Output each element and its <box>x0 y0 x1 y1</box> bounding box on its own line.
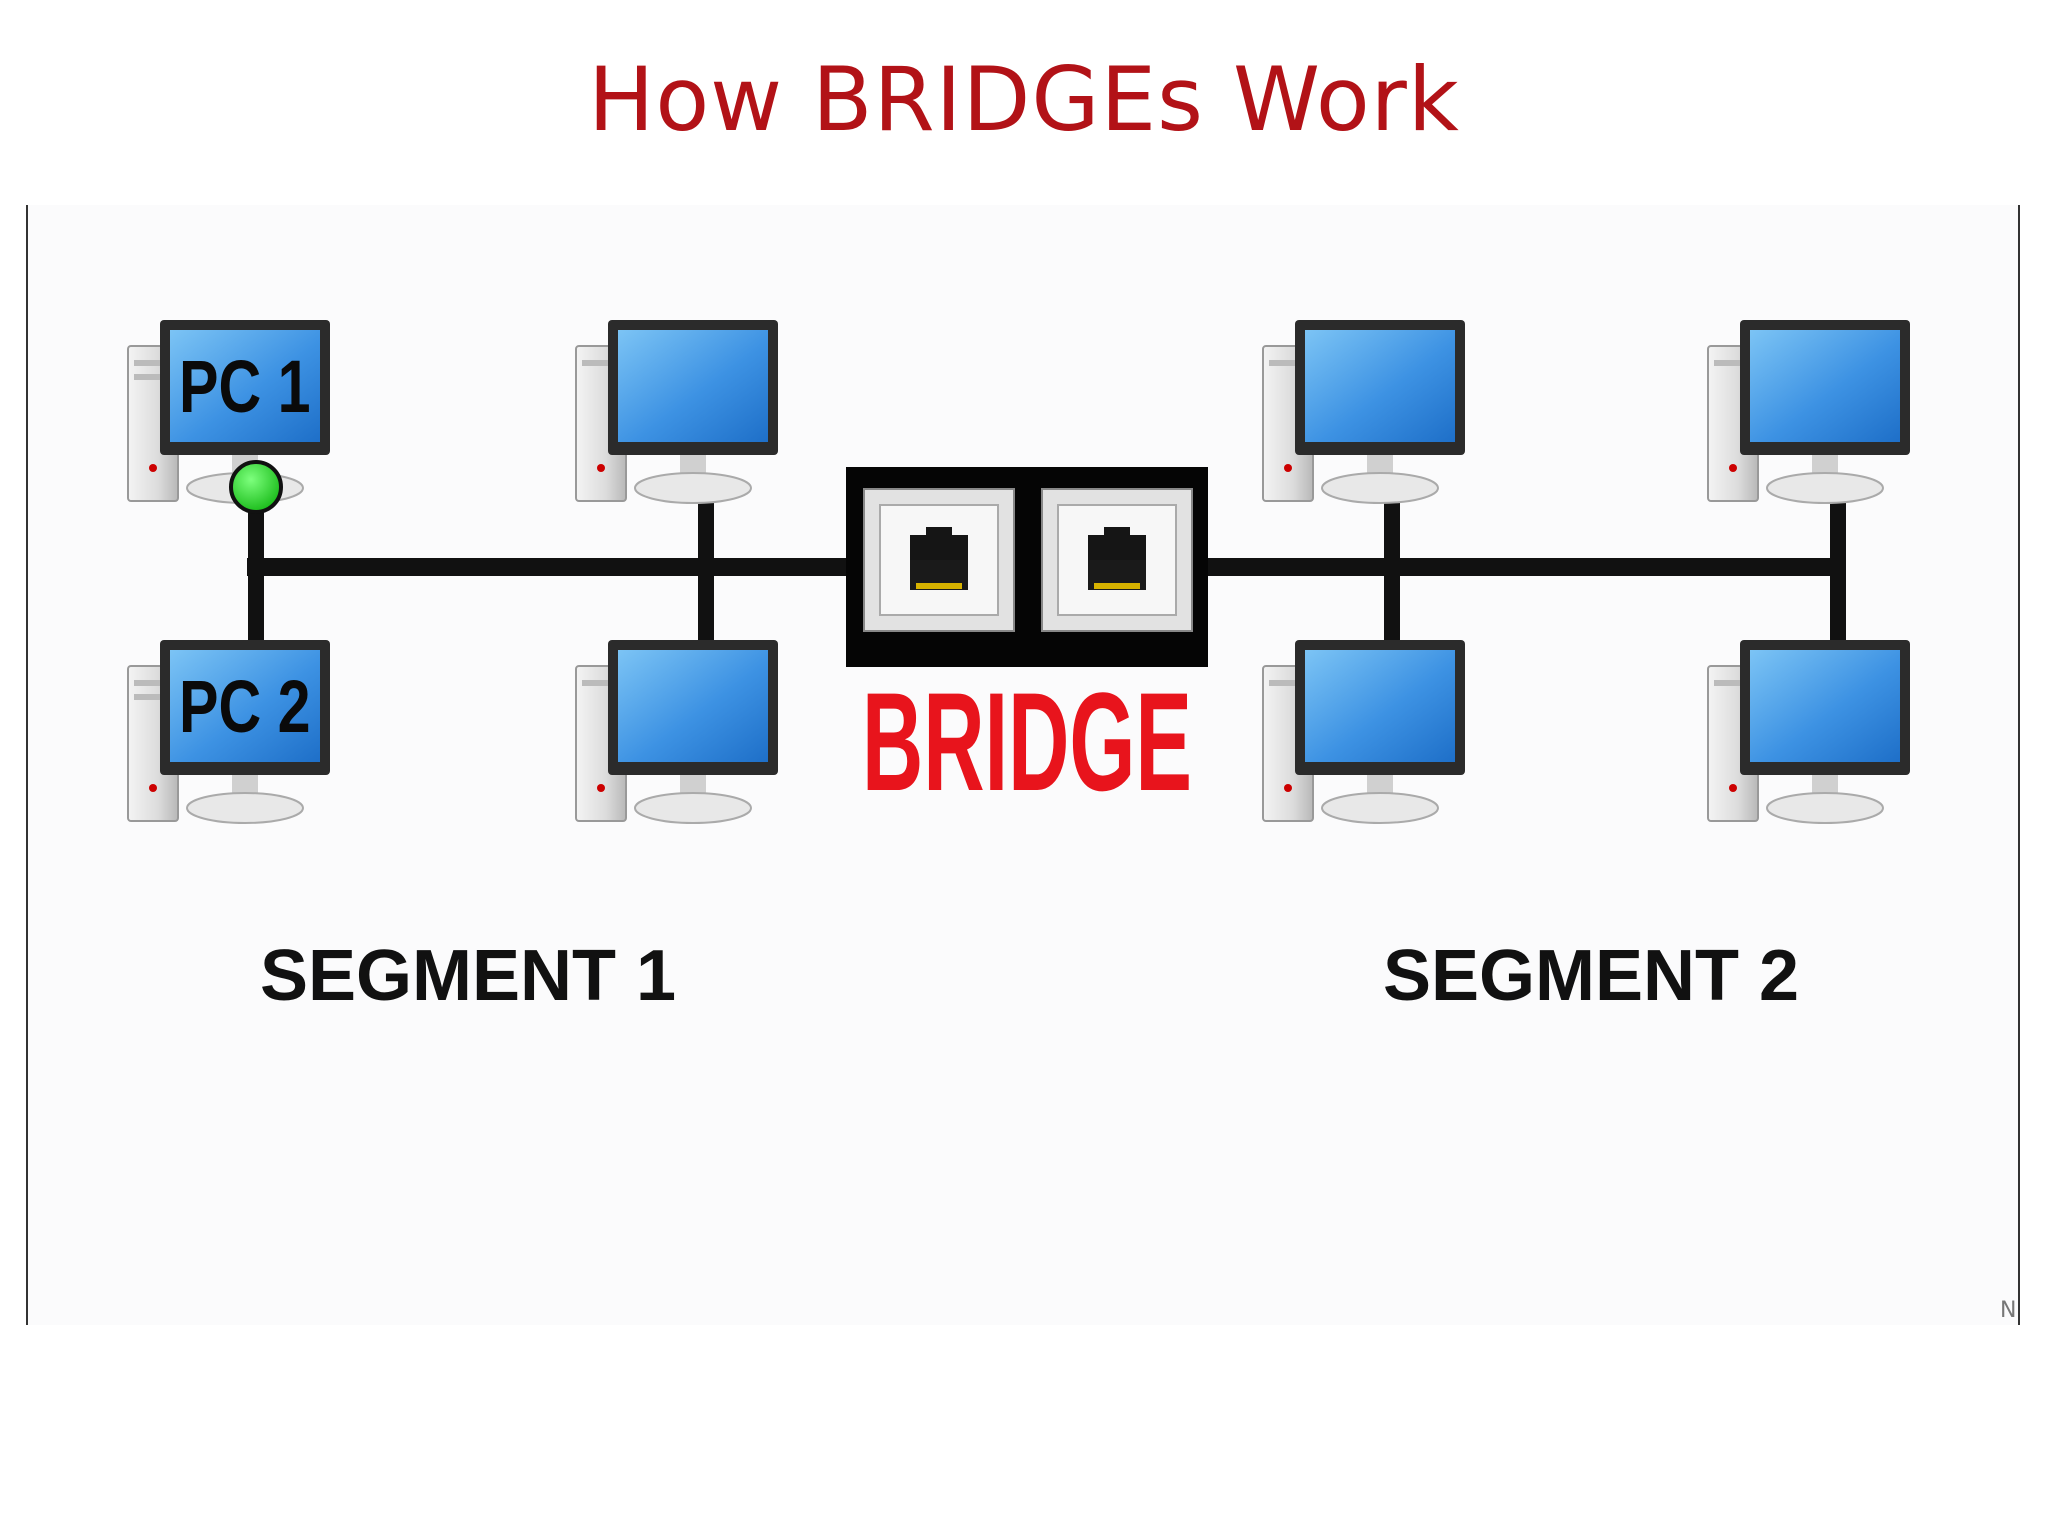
bridge-diagram-figure: PC 1 PC 2 <box>26 205 2020 1325</box>
slide-title: How BRIDGEs Work <box>588 48 1460 151</box>
computer-pc-1: PC 1 <box>127 320 330 504</box>
ethernet-port-icon <box>1041 488 1193 632</box>
segment-1-label: SEGMENT 1 <box>260 936 676 1016</box>
computer <box>575 640 778 824</box>
computer-pc-2: PC 2 <box>127 640 330 824</box>
computer <box>1707 320 1910 504</box>
computer <box>1262 320 1465 504</box>
ethernet-port-icon <box>863 488 1015 632</box>
computer <box>575 320 778 504</box>
computer <box>1707 640 1910 824</box>
bridge-label: BRIDGE <box>862 663 1192 820</box>
pc-label: PC 1 <box>179 346 311 429</box>
computer <box>1262 640 1465 824</box>
bridge-device: BRIDGE <box>846 467 1208 820</box>
active-node-indicator <box>229 460 283 514</box>
corner-mark: N <box>2000 1298 2016 1323</box>
pc-label: PC 2 <box>179 666 311 749</box>
segment-2-label: SEGMENT 2 <box>1383 936 1799 1016</box>
